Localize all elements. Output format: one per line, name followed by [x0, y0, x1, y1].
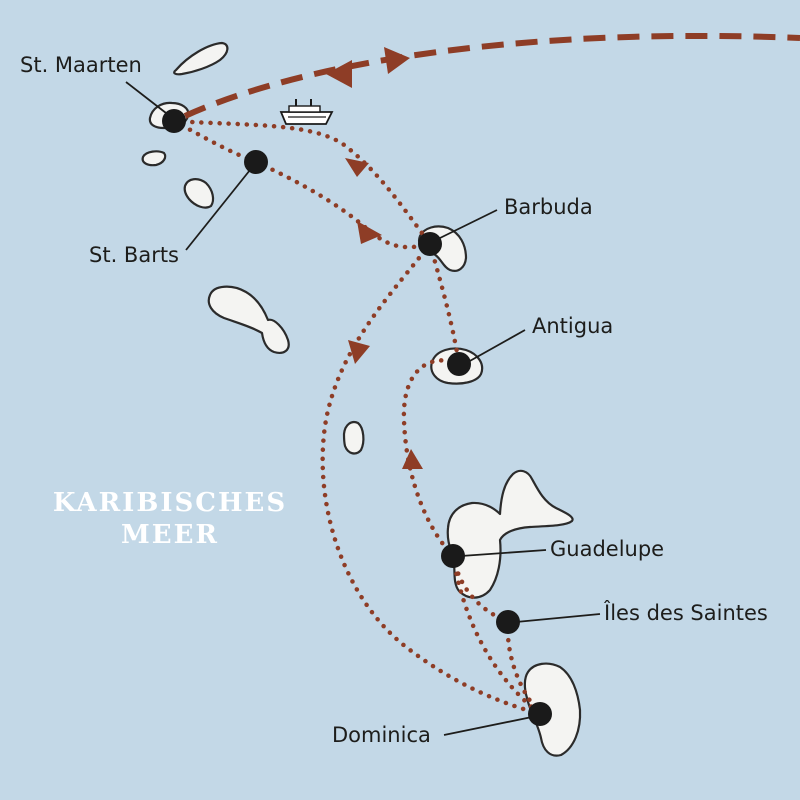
- port-label-barbuda[interactable]: Barbuda: [504, 195, 593, 219]
- leader-st-maarten: [125, 81, 167, 114]
- sea-label-line1: KARIBISCHES: [52, 488, 288, 518]
- port-marker-dominica[interactable]: [528, 702, 552, 726]
- port-label-antigua[interactable]: Antigua: [532, 314, 614, 338]
- island-montserrat: [342, 420, 365, 455]
- island-saba: [141, 150, 167, 167]
- leader-guadeloupe: [460, 549, 547, 557]
- port-marker-st-barts[interactable]: [244, 150, 268, 174]
- island-st-eustatius: [183, 178, 215, 209]
- route-barbuda-dominica-west: [320, 241, 543, 717]
- route-arrow-icon: [345, 158, 369, 177]
- route-st-barts-barbuda: [253, 159, 433, 250]
- sea-label-line2: MEER: [120, 520, 220, 550]
- leader-st-barts: [185, 169, 251, 251]
- leader-saintes: [515, 613, 601, 623]
- island-anguilla: [173, 41, 229, 76]
- route-st-maarten-barbuda: [171, 118, 433, 247]
- port-label-st-maarten[interactable]: St. Maarten: [20, 53, 142, 77]
- leader-barbuda: [439, 209, 498, 239]
- leader-antigua: [467, 329, 526, 363]
- leader-dominica: [443, 716, 533, 736]
- route-arrow-icon: [326, 60, 352, 88]
- route-barbuda-antigua: [427, 241, 462, 367]
- flight-route: [183, 32, 800, 119]
- port-marker-barbuda[interactable]: [418, 232, 442, 256]
- sea-label: KARIBISCHES MEER: [48, 487, 292, 551]
- port-marker-guadeloupe[interactable]: [441, 544, 465, 568]
- route-arrow-icon: [357, 221, 382, 244]
- port-marker-antigua[interactable]: [447, 352, 471, 376]
- island-dominica: [523, 662, 582, 757]
- route-arrow-icon: [348, 340, 370, 364]
- port-marker-st-maarten[interactable]: [162, 109, 186, 133]
- route-antigua-guadeloupe: [401, 358, 462, 559]
- port-label-st-barts[interactable]: St. Barts: [89, 243, 179, 267]
- port-label-dominica[interactable]: Dominica: [332, 723, 431, 747]
- route-arrow-icon: [384, 47, 410, 74]
- island-st-kitts-nevis: [207, 285, 290, 354]
- port-label-iles-des-saintes[interactable]: Îles des Saintes: [604, 601, 768, 625]
- island-guadeloupe: [446, 469, 574, 599]
- port-marker-iles-des-saintes[interactable]: [496, 610, 520, 634]
- route-st-maarten-st-barts: [171, 118, 259, 165]
- route-arrow-icon: [402, 449, 423, 469]
- port-label-guadeloupe[interactable]: Guadelupe: [550, 537, 665, 561]
- route-guadeloupe-dominica-inner: [450, 553, 543, 717]
- ship-icon: [279, 99, 334, 125]
